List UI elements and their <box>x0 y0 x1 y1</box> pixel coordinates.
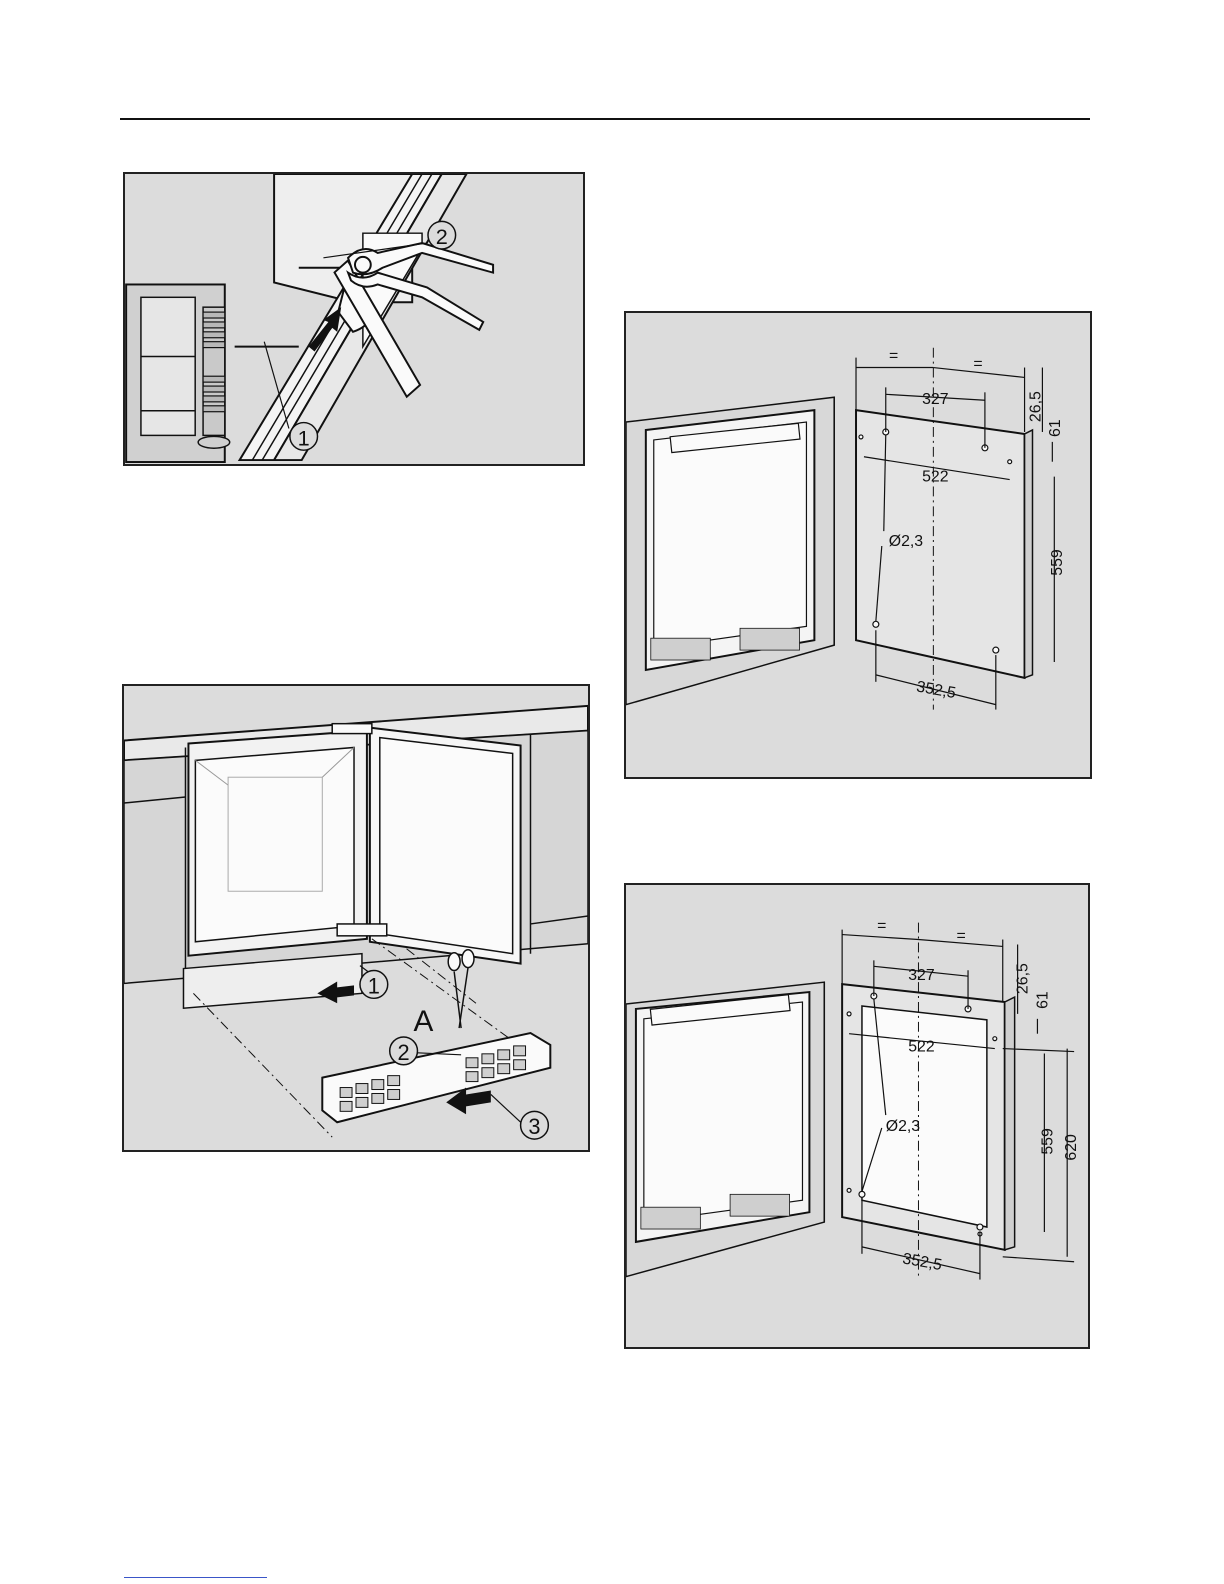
dim-equal-left: = <box>889 348 898 365</box>
dim-61: 61 <box>1034 991 1051 1009</box>
dim-522: 522 <box>908 1039 935 1056</box>
dim-equal-right: = <box>956 928 965 945</box>
label-a: A <box>413 1005 433 1038</box>
frame-dimensions-drawing: = = 327 26,5 61 522 559 620 Ø2,3 352,5 <box>626 885 1088 1347</box>
footer-link-underline[interactable] <box>124 1577 267 1578</box>
base-grille-illustration: 1 A 2 3 <box>124 686 588 1150</box>
dim-26-5: 26,5 <box>1015 963 1032 994</box>
dim-559: 559 <box>1039 1128 1056 1155</box>
callout-2: 2 <box>398 1040 410 1065</box>
callout-3: 3 <box>528 1114 540 1139</box>
figure-base-grille-fitting: 1 A 2 3 <box>122 684 590 1152</box>
dim-diameter: Ø2,3 <box>889 533 924 550</box>
dim-522: 522 <box>922 469 949 486</box>
dim-352-5: 352,5 <box>915 678 957 702</box>
figure-pliers-removing-strip: 2 1 <box>123 172 585 466</box>
dim-equal-right: = <box>973 356 982 373</box>
panel-dimensions-drawing: = = 327 26,5 61 522 559 Ø2,3 352,5 <box>626 313 1090 777</box>
dim-327: 327 <box>908 967 935 984</box>
figure-frame-drilling-dimensions: = = 327 26,5 61 522 559 620 Ø2,3 352,5 <box>624 883 1090 1349</box>
dim-352-5: 352,5 <box>901 1250 943 1274</box>
callout-2: 2 <box>436 224 448 249</box>
header-rule <box>120 118 1090 120</box>
dim-61: 61 <box>1047 419 1064 437</box>
dim-559: 559 <box>1049 549 1066 576</box>
dim-620: 620 <box>1063 1134 1080 1161</box>
dim-26-5: 26,5 <box>1027 391 1044 422</box>
dim-diameter: Ø2,3 <box>886 1118 921 1135</box>
callout-1: 1 <box>368 973 380 998</box>
dim-equal-left: = <box>877 918 886 935</box>
callout-1: 1 <box>298 425 310 450</box>
figure-panel-drilling-dimensions: = = 327 26,5 61 522 559 Ø2,3 352,5 <box>624 311 1092 779</box>
pliers-illustration: 2 1 <box>125 174 583 464</box>
dim-327: 327 <box>922 391 949 408</box>
